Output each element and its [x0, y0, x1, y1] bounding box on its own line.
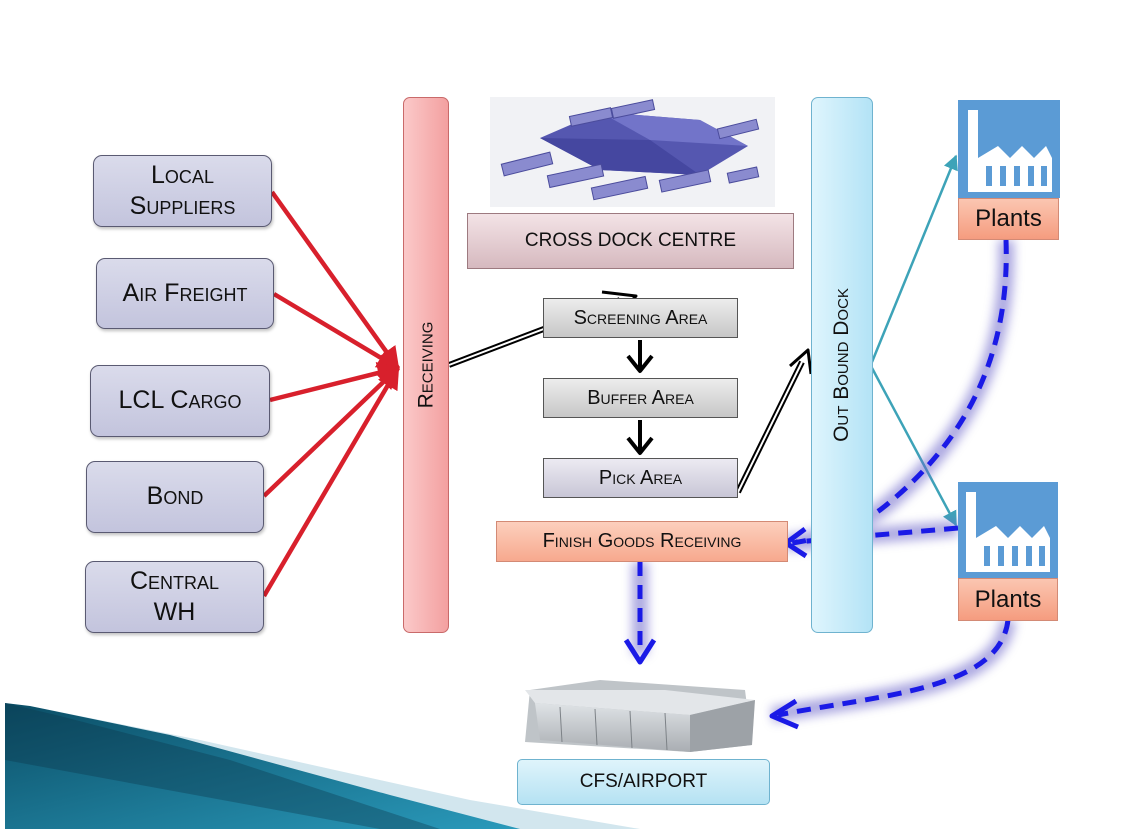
arrow-screening-to-buffer [626, 340, 654, 373]
source-label: Local [151, 160, 214, 189]
source-label: Bond [146, 482, 204, 511]
cfs-airport-label: CFS/AIRPORT [579, 771, 708, 792]
buffer-area-label: Buffer Area [587, 386, 694, 409]
warehouse-image [525, 680, 755, 752]
outbound-arrows [870, 154, 958, 527]
arrow-local-suppliers [270, 190, 400, 370]
cross-dock-centre-box: CROSS DOCK CENTRE [467, 213, 794, 269]
screening-area-box: Screening Area [543, 298, 738, 338]
arrow-buffer-to-pick [626, 420, 654, 455]
cfs-airport-box: CFS/AIRPORT [517, 759, 770, 805]
finish-goods-receiving-label: Finish Goods Receiving [542, 530, 742, 552]
flow-plants-bottom-to-finish-goods [795, 525, 959, 545]
source-label: Central [129, 566, 220, 595]
plants-top-box: Plants [958, 198, 1059, 240]
decorative-swoosh [5, 703, 640, 829]
arrow-outbound-to-plants-bottom [870, 367, 958, 527]
arrow-central-wh [262, 366, 400, 598]
cross-dock-building-image [490, 97, 775, 207]
source-air-freight: Air Freight [96, 258, 274, 329]
buffer-area-box: Buffer Area [543, 378, 738, 418]
source-arrows [262, 190, 401, 598]
source-label: Air Freight [122, 278, 248, 307]
flow-plants-bottom-to-cfs [777, 619, 1011, 718]
plants-top-label: Plants [975, 205, 1042, 232]
plants-bottom-box: Plants [958, 578, 1058, 621]
source-lcl-cargo: LCL Cargo [90, 365, 270, 437]
pick-area-label: Pick Area [598, 466, 683, 489]
source-label: LCL Cargo [118, 386, 242, 415]
outbound-dock-bar: Out Bound Dock [811, 97, 873, 633]
receiving-bar: Receiving [403, 97, 449, 633]
source-label: Suppliers [129, 192, 236, 220]
source-label: WH [153, 598, 196, 626]
factory-icon-bottom [958, 482, 1058, 578]
finish-goods-receiving-box: Finish Goods Receiving [496, 521, 788, 562]
plants-bottom-label: Plants [974, 585, 1042, 613]
factory-icon-top [958, 100, 1060, 198]
cross-dock-centre-label: CROSS DOCK CENTRE [524, 230, 737, 251]
outbound-dock-label: Out Bound Dock [830, 288, 853, 442]
arrow-air-freight [272, 292, 400, 370]
receiving-label: Receiving [414, 321, 438, 409]
pick-area-box: Pick Area [543, 458, 738, 498]
arrow-outbound-to-plants-top [870, 154, 958, 363]
screening-area-label: Screening Area [573, 306, 708, 329]
source-bond: Bond [86, 461, 264, 533]
arrow-bond [262, 366, 400, 498]
